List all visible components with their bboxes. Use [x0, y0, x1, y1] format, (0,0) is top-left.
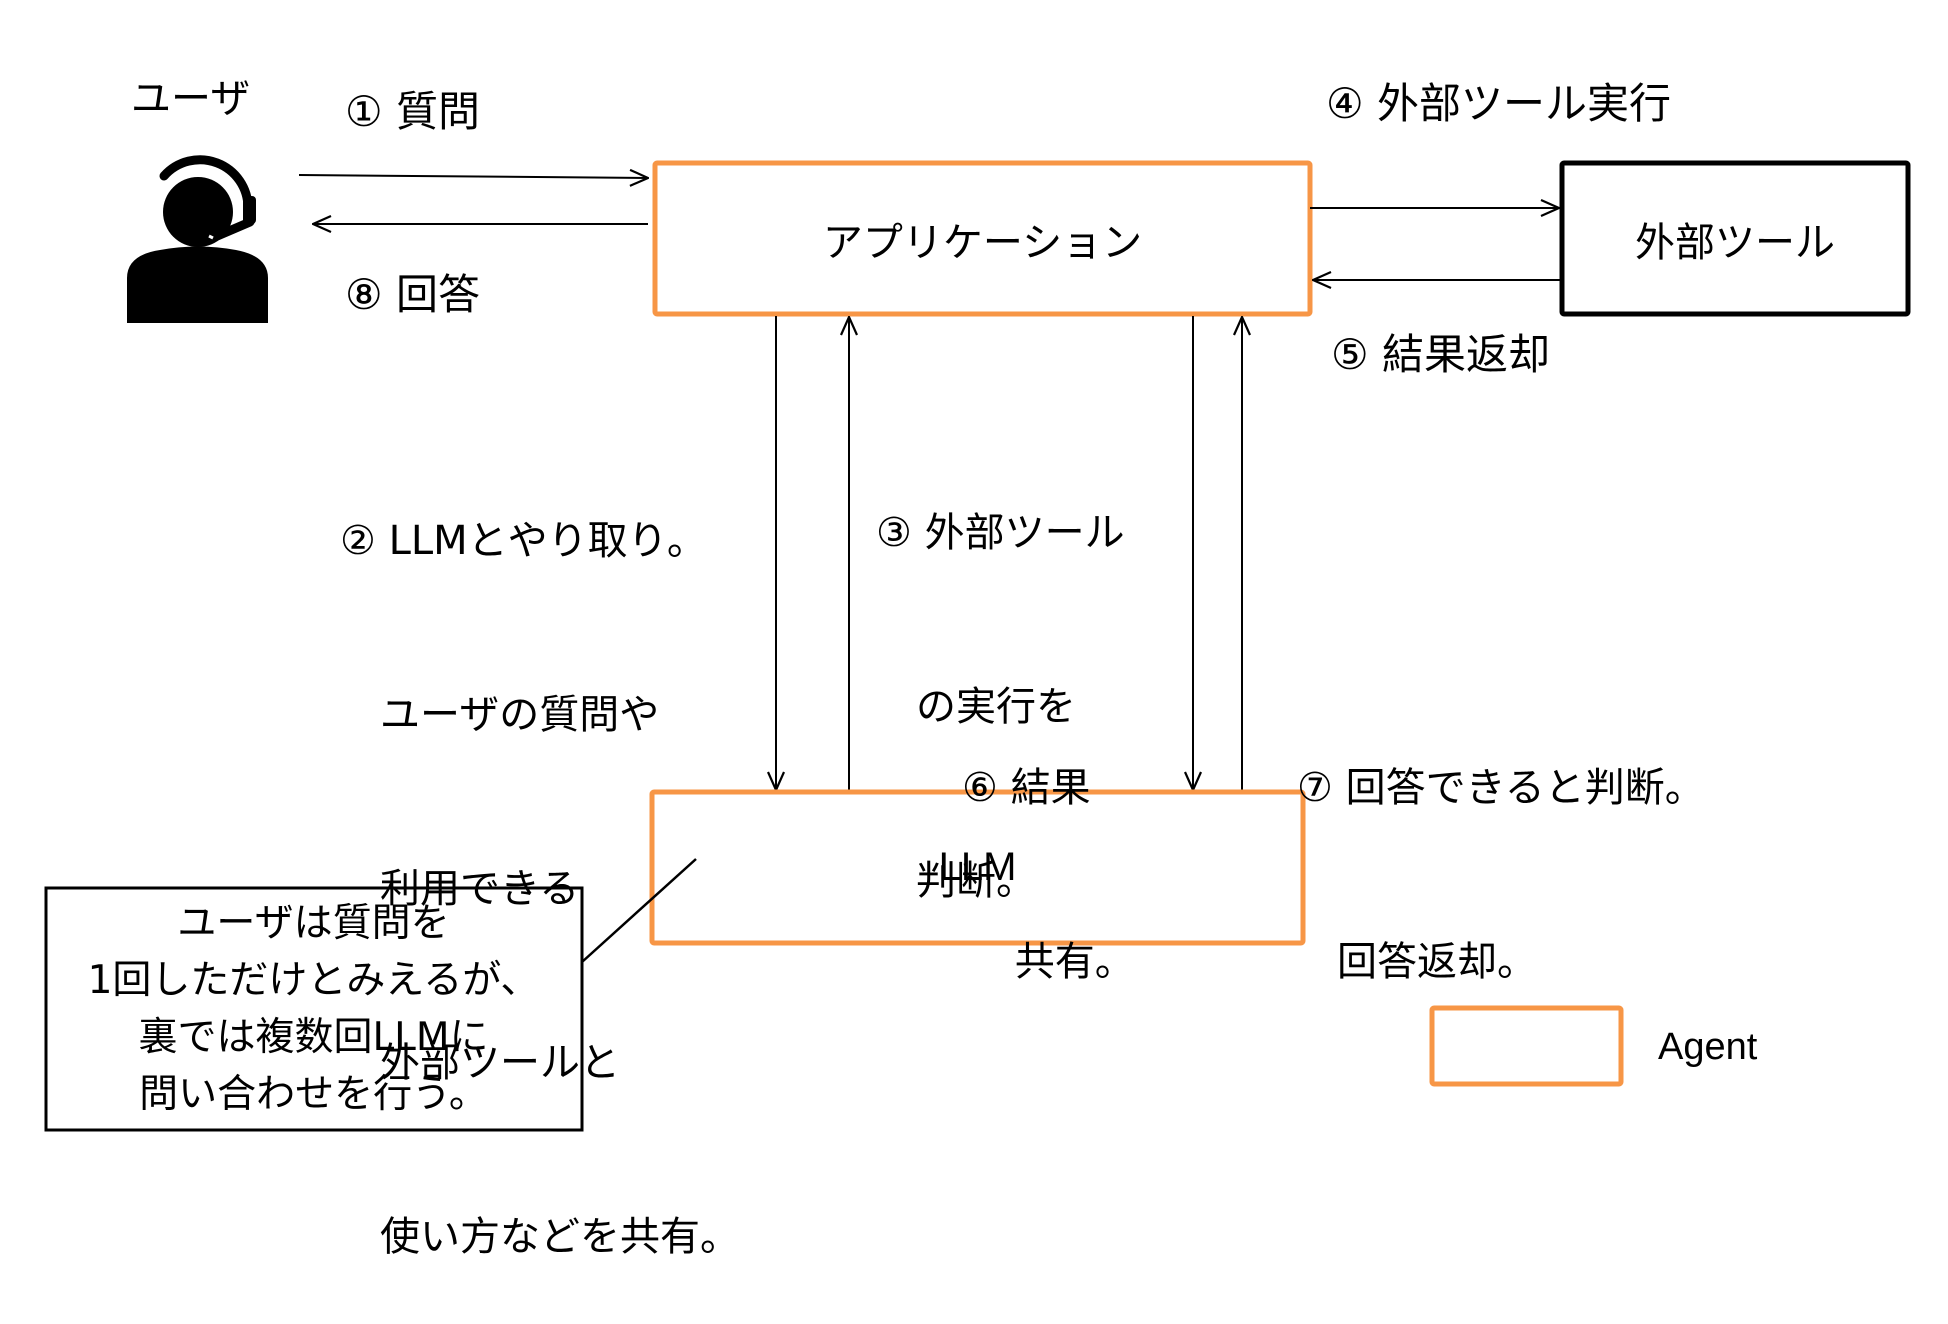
- step-6-label: ⑥ 結果 共有。: [962, 643, 1135, 1049]
- step-1-label: ① 質問: [345, 87, 481, 136]
- callout-leader-line: [581, 858, 697, 963]
- step-4-label: ④ 外部ツール実行: [1326, 79, 1672, 128]
- user-label: ユーザ: [131, 76, 251, 122]
- legend-agent-label: Agent: [1658, 1026, 1758, 1068]
- step-7-line: ⑦ 回答できると判断。: [1297, 765, 1705, 811]
- step-2-line: 利用できる: [340, 866, 580, 912]
- step-7-line: 回答返却。: [1297, 939, 1537, 985]
- callout-line: ユーザは質問を: [177, 900, 450, 946]
- callout-box: [44, 886, 584, 1132]
- step-3-line: ③ 外部ツール: [876, 510, 1125, 556]
- llm-box: [649, 789, 1306, 946]
- arrow-1-question: [298, 175, 648, 178]
- step-6-line: 共有。: [962, 939, 1135, 985]
- external-tool-box: [1559, 160, 1911, 317]
- step-2-line: ② LLMとやり取り。: [340, 518, 707, 564]
- step-2-label: ② LLMとやり取り。 ユーザの質問や 利用できる 外部ツールと 使い方などを共…: [340, 396, 740, 1324]
- llm-label: LLM: [938, 845, 1017, 889]
- headset-user-icon: [127, 155, 268, 323]
- step-6-line: ⑥ 結果: [962, 765, 1091, 811]
- diagram-canvas: [44, 155, 1911, 1132]
- step-3-line: の実行を: [876, 684, 1076, 730]
- external-tool-label: 外部ツール: [1635, 219, 1835, 266]
- application-box: [652, 160, 1313, 317]
- callout-line: 裏では複数回LLMに: [138, 1014, 489, 1060]
- step-2-line: ユーザの質問や: [340, 692, 660, 738]
- step-2-line: 外部ツールと: [340, 1040, 620, 1086]
- step-5-label: ⑤ 結果返却: [1331, 330, 1551, 379]
- legend-agent-swatch: [1429, 1005, 1624, 1087]
- step-2-line: 使い方などを共有。: [340, 1214, 740, 1260]
- step-3-label: ③ 外部ツール の実行を 判断。: [876, 388, 1125, 968]
- callout-line: 問い合わせを行う。: [139, 1071, 488, 1117]
- callout-line: 1回しただけとみえるが、: [87, 957, 540, 1003]
- callout-text: ユーザは質問を 1回しただけとみえるが、 裏では複数回LLMに 問い合わせを行う…: [45, 887, 582, 1130]
- step-8-label: ⑧ 回答: [345, 270, 481, 319]
- step-7-label: ⑦ 回答できると判断。 回答返却。: [1297, 643, 1705, 1049]
- step-3-line: 判断。: [876, 858, 1036, 904]
- application-label: アプリケーション: [822, 219, 1143, 266]
